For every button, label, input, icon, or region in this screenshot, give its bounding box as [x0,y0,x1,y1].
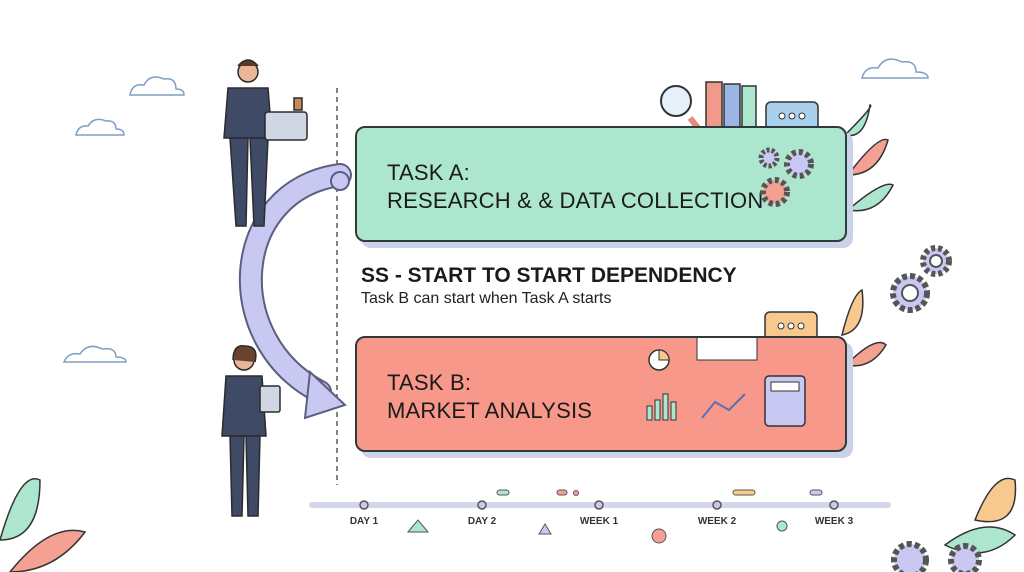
pie-chart-icon [648,349,670,371]
dependency-subtitle: Task B can start when Task A starts [361,290,612,307]
gear-icon [890,245,982,572]
chat-bubble-icon [764,311,818,341]
analysis-icons [646,338,806,427]
dependency-title: SS - START TO START DEPENDENCY [361,264,737,287]
timeline-label: WEEK 2 [697,516,737,527]
bar-chart-icon [646,338,758,421]
calculator-icon [764,375,806,427]
task-a-title: TASK A: [387,160,470,185]
cloud-icon [62,58,929,363]
timeline-label: DAY 1 [349,516,379,527]
task-b-card[interactable]: TASK B: MARKET ANALYSIS [355,336,847,452]
timeline [309,489,891,544]
timeline-label: DAY 2 [467,516,497,527]
person-with-laptop [223,59,308,227]
task-a-name: RESEARCH & & DATA COLLECTION [387,188,764,213]
timeline-label: WEEK 3 [814,516,854,527]
binders-icon [705,81,757,131]
person-with-tablet [221,345,281,517]
gear-icon [758,147,814,207]
timeline-label: WEEK 1 [579,516,619,527]
task-b-name: MARKET ANALYSIS [387,398,593,423]
line-chart-icon [701,393,746,419]
dependency-arrow [238,163,352,420]
task-a-card[interactable]: TASK A: RESEARCH & & DATA COLLECTION [355,126,847,242]
task-b-title: TASK B: [387,370,472,395]
